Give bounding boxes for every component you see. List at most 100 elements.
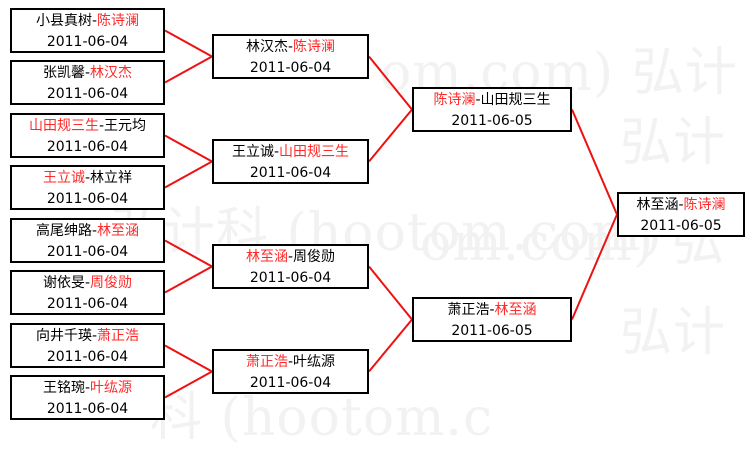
player-left: 山田规三生 [28, 118, 99, 134]
match-date: 2011-06-04 [46, 139, 129, 155]
player-left: 王立诚 [42, 170, 85, 186]
match-date: 2011-06-05 [451, 323, 533, 339]
player-left: 林至涵 [636, 197, 679, 213]
player-right: 周俊勋 [90, 275, 133, 291]
player-left: 萧正浩 [447, 302, 490, 318]
player-left: 林至涵 [245, 249, 288, 265]
player-right: 山田规三生 [279, 144, 350, 160]
match-players: 陈诗澜-山田规三生 [414, 90, 570, 111]
bracket-connectors [164, 29, 618, 399]
match-players: 王立诚-山田规三生 [214, 142, 367, 163]
player-right: 林汉杰 [90, 65, 133, 81]
match-box[interactable]: 小县真树-陈诗澜 2011-06-04 [10, 8, 165, 53]
match-date: 2011-06-04 [46, 349, 129, 365]
player-separator: - [84, 170, 91, 186]
player-separator: - [489, 302, 495, 318]
bracket-link [164, 55, 213, 84]
bracket-link [368, 108, 413, 163]
match-date: 2011-06-04 [46, 296, 129, 312]
match-players: 林至涵-陈诗澜 [619, 195, 743, 216]
player-separator: - [287, 249, 294, 265]
bracket-link [368, 55, 413, 111]
match-date: 2011-06-04 [249, 60, 332, 76]
bracket-link [571, 214, 618, 320]
watermark-text: 弘计 [620, 303, 727, 363]
match-box[interactable]: 谢依旻-周俊勋 2011-06-04 [10, 270, 165, 315]
bracket-link [164, 134, 213, 163]
player-left: 张凯馨 [42, 65, 85, 81]
match-players: 王铭琬-叶纮源 [12, 378, 163, 399]
player-right: 山田规三生 [480, 92, 551, 108]
match-box[interactable]: 向井千瑛-萧正浩 2011-06-04 [10, 323, 165, 368]
player-right: 陈诗澜 [683, 197, 726, 213]
match-date: 2011-06-04 [249, 165, 332, 181]
player-separator: - [678, 197, 684, 213]
match-date: 2011-06-05 [451, 113, 533, 129]
bracket-link [368, 318, 413, 373]
match-players: 山田规三生-王元均 [12, 116, 163, 137]
player-separator: - [475, 92, 481, 108]
player-right: 萧正浩 [97, 328, 140, 344]
player-right: 叶纮源 [90, 380, 133, 396]
player-left: 谢依旻 [42, 275, 85, 291]
match-date: 2011-06-04 [249, 375, 332, 391]
bracket-link [164, 370, 213, 399]
player-left: 萧正浩 [245, 354, 288, 370]
player-separator: - [84, 275, 91, 291]
bracket-link [164, 344, 213, 373]
match-players: 林至涵-周俊勋 [214, 247, 367, 268]
watermark-text: 弘计科 (hootom.com) [110, 203, 663, 263]
player-separator: - [84, 65, 91, 81]
match-date: 2011-06-04 [46, 86, 129, 102]
player-separator: - [91, 328, 98, 344]
match-players: 高尾绅路-林至涵 [12, 221, 163, 242]
match-players: 张凯馨-林汉杰 [12, 63, 163, 84]
match-box[interactable]: 张凯馨-林汉杰 2011-06-04 [10, 60, 165, 105]
player-separator: - [273, 144, 280, 160]
match-players: 萧正浩-叶纮源 [214, 352, 367, 373]
player-right: 王元均 [104, 118, 147, 134]
player-separator: - [287, 354, 294, 370]
bracket-link [164, 160, 213, 189]
match-box[interactable]: 王立诚-林立祥 2011-06-04 [10, 165, 165, 210]
match-date: 2011-06-04 [46, 244, 129, 260]
match-date: 2011-06-04 [249, 270, 332, 286]
bracket-link [368, 265, 413, 321]
match-box[interactable]: 王立诚-山田规三生 2011-06-04 [212, 139, 369, 184]
player-right: 林立祥 [90, 170, 133, 186]
player-left: 向井千瑛 [35, 328, 92, 344]
player-left: 高尾绅路 [35, 223, 92, 239]
player-separator: - [91, 13, 98, 29]
player-left: 王立诚 [231, 144, 274, 160]
match-box[interactable]: 高尾绅路-林至涵 2011-06-04 [10, 218, 165, 263]
bracket-link [164, 239, 213, 268]
player-right: 陈诗澜 [97, 13, 140, 29]
player-right: 陈诗澜 [293, 39, 336, 55]
match-box[interactable]: 林至涵-周俊勋 2011-06-04 [212, 244, 369, 289]
match-players: 谢依旻-周俊勋 [12, 273, 163, 294]
match-box[interactable]: 山田规三生-王元均 2011-06-04 [10, 113, 165, 158]
match-players: 林汉杰-陈诗澜 [214, 37, 367, 58]
bracket-link [164, 265, 213, 294]
player-left: 小县真树 [35, 13, 92, 29]
watermark-text: 弘计 [620, 113, 727, 173]
player-separator: - [287, 39, 294, 55]
match-players: 向井千瑛-萧正浩 [12, 326, 163, 347]
match-date: 2011-06-04 [46, 191, 129, 207]
bracket-link [164, 29, 213, 58]
player-left: 陈诗澜 [433, 92, 476, 108]
player-separator: - [91, 223, 98, 239]
match-box[interactable]: 萧正浩-叶纮源 2011-06-04 [212, 349, 369, 394]
player-left: 王铭琬 [42, 380, 85, 396]
bracket-canvas: 弘计科 (hootom.com) om.com) 弘计 科 (hootom.c … [10, 8, 745, 448]
match-players: 小县真树-陈诗澜 [12, 11, 163, 32]
player-right: 周俊勋 [293, 249, 336, 265]
match-players: 王立诚-林立祥 [12, 168, 163, 189]
match-date: 2011-06-04 [46, 34, 129, 50]
match-box[interactable]: 林汉杰-陈诗澜 2011-06-04 [212, 34, 369, 79]
match-box[interactable]: 陈诗澜-山田规三生 2011-06-05 [412, 87, 572, 132]
player-left: 林汉杰 [245, 39, 288, 55]
